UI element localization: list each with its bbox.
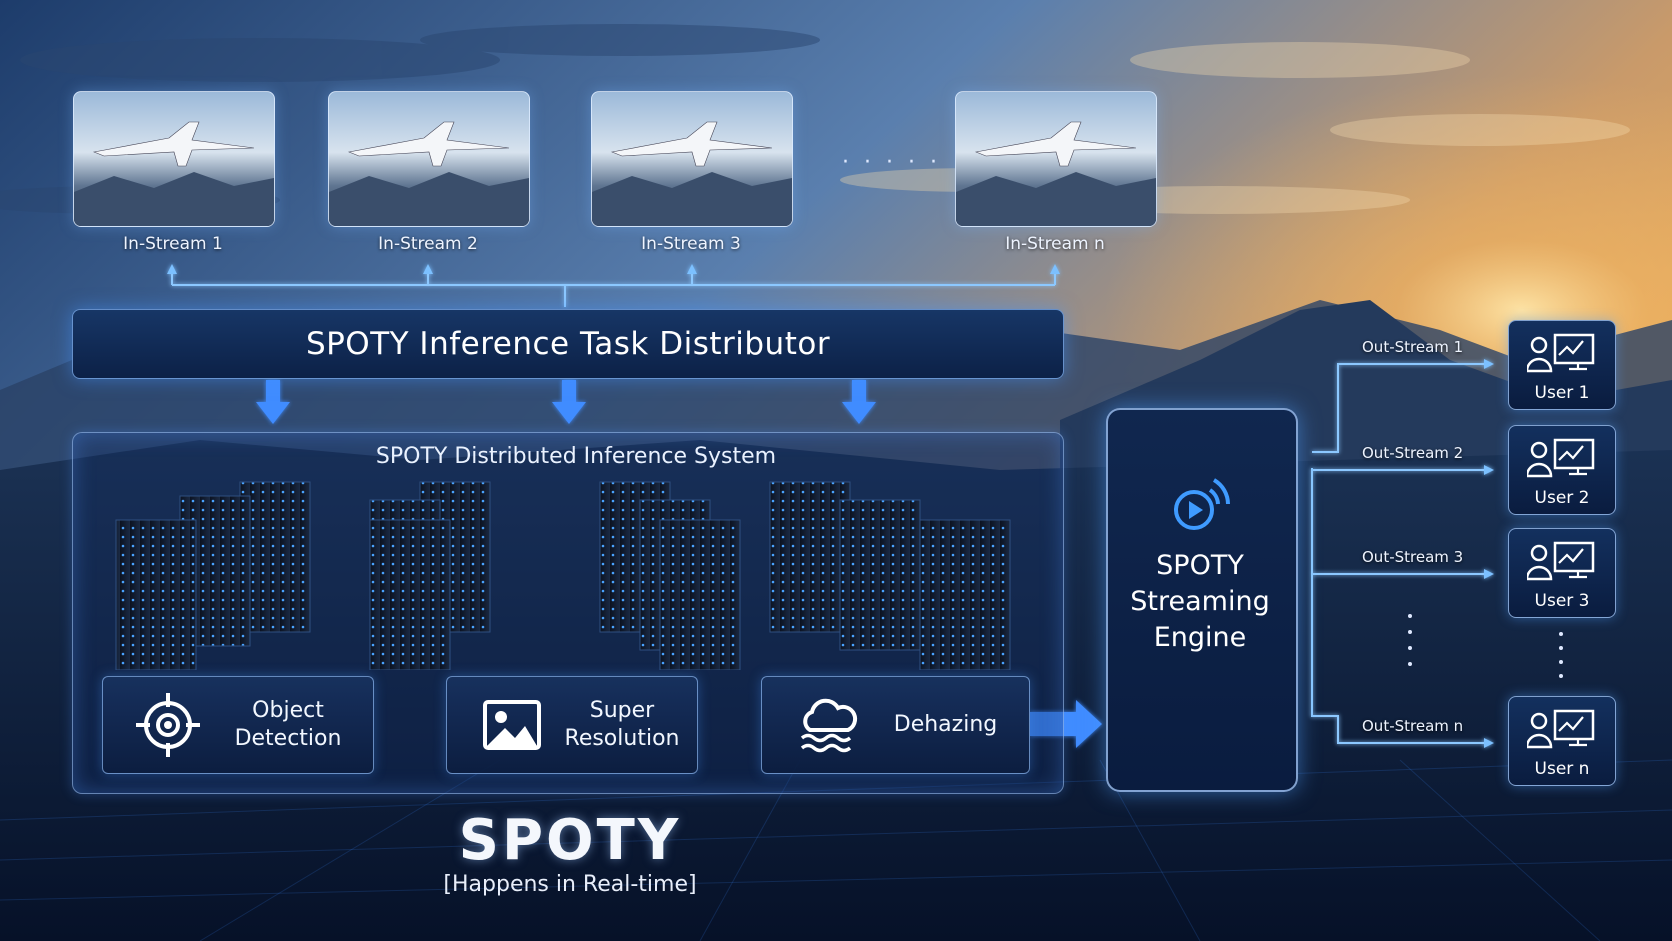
brand-tagline: [Happens in Real-time] [443, 872, 697, 897]
user-label: User 3 [1534, 591, 1590, 611]
server-rack-group-3 [599, 481, 741, 670]
server-rack-group-1 [115, 481, 311, 670]
drone-icon [974, 121, 1137, 167]
server-racks-illustration [115, 481, 1011, 670]
drone-icon [92, 121, 255, 167]
inference-system-title: SPOTY Distributed Inference System [375, 444, 777, 469]
image-icon [483, 700, 541, 750]
cloud-haze-icon [800, 698, 858, 753]
user-monitor-icon [1527, 709, 1595, 749]
in-stream-label-1: In-Stream 1 [123, 234, 223, 254]
play-broadcast-icon [1174, 478, 1230, 530]
in-stream-thumbnail-1[interactable] [73, 91, 275, 227]
drone-icon [347, 121, 510, 167]
stage-label: Dehazing [893, 712, 998, 737]
user-card-2[interactable]: User 2 [1508, 425, 1616, 515]
streaming-engine-label: SPOTY Streaming Engine [1130, 550, 1270, 653]
stream-ellipsis: · · · · · [842, 150, 941, 175]
user-card-n[interactable]: User n [1508, 696, 1616, 786]
stage-object-detection[interactable]: Object Detection [102, 676, 374, 774]
user-label: User 1 [1534, 383, 1590, 403]
out-stream-vertical-ellipsis [1408, 614, 1412, 666]
drone-icon [610, 121, 773, 167]
crosshair-target-icon [136, 693, 200, 757]
streaming-engine-panel [1106, 408, 1298, 792]
stage-label: Super Resolution [564, 698, 680, 751]
in-stream-thumbnail-n[interactable] [955, 91, 1157, 227]
in-stream-label-2: In-Stream 2 [378, 234, 478, 254]
out-stream-label-n: Out-Stream n [1362, 717, 1464, 735]
brand-wordmark: SPOTY [458, 808, 682, 873]
out-stream-label-2: Out-Stream 2 [1362, 444, 1464, 462]
user-monitor-icon [1527, 333, 1595, 373]
stage-super-resolution[interactable]: Super Resolution [446, 676, 698, 774]
user-label: User 2 [1534, 488, 1590, 508]
out-stream-label-3: Out-Stream 3 [1362, 548, 1464, 566]
server-rack-group-2 [369, 481, 491, 670]
stage-dehazing[interactable]: Dehazing [761, 676, 1030, 774]
in-stream-thumbnail-2[interactable] [328, 91, 530, 227]
out-stream-label-1: Out-Stream 1 [1362, 338, 1464, 356]
user-vertical-ellipsis [1559, 632, 1563, 678]
server-rack-group-4 [769, 481, 1011, 670]
in-stream-label-3: In-Stream 3 [641, 234, 741, 254]
stage-label: Object Detection [234, 698, 342, 751]
user-monitor-icon [1527, 541, 1595, 581]
user-card-1[interactable]: User 1 [1508, 320, 1616, 410]
user-card-3[interactable]: User 3 [1508, 528, 1616, 618]
in-stream-label-n: In-Stream n [1005, 234, 1105, 254]
in-stream-thumbnail-3[interactable] [591, 91, 793, 227]
user-monitor-icon [1527, 438, 1595, 478]
task-distributor-bar: SPOTY Inference Task Distributor [72, 309, 1064, 379]
user-label: User n [1534, 759, 1590, 779]
task-distributor-label: SPOTY Inference Task Distributor [305, 326, 831, 362]
